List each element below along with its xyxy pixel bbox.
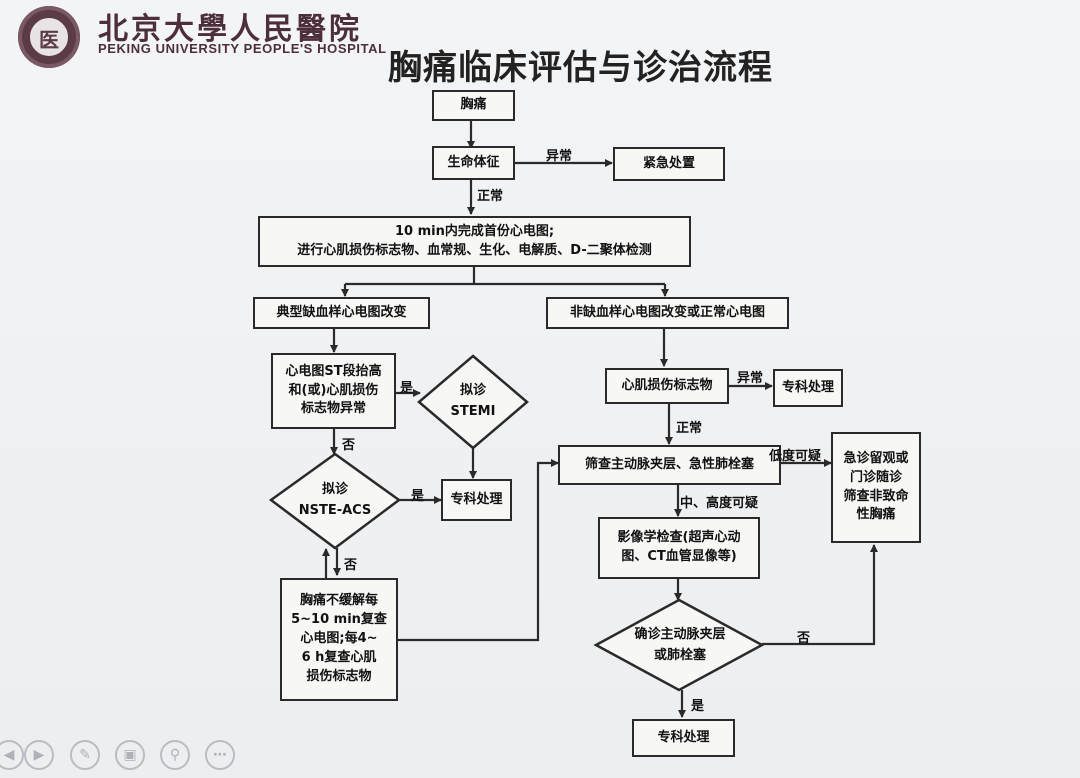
hospital-logo: 医 xyxy=(18,6,80,68)
label-yes-2: 是 xyxy=(411,489,425,504)
label-yes: 是 xyxy=(400,381,414,396)
label-normal-2: 正常 xyxy=(676,421,703,436)
label-low-probability: 低度可疑 xyxy=(769,449,822,464)
hospital-name-cn: 北京大學人民醫院 xyxy=(98,12,362,47)
label-mid-high-probability: 中、高度可疑 xyxy=(680,496,759,511)
diamond-nste-acs xyxy=(268,452,402,550)
play-icon[interactable]: ▶ xyxy=(24,740,54,770)
label-abnormal-2: 异常 xyxy=(737,371,764,386)
node-specialist-1: 专科处理 xyxy=(441,479,512,521)
node-chest-pain: 胸痛 xyxy=(432,90,515,121)
diamond-confirm-text: 确诊主动脉夹层 或肺栓塞 xyxy=(634,627,726,663)
node-nonischemic-ecg: 非缺血样心电图改变或正常心电图 xyxy=(546,297,789,329)
hospital-name-en: PEKING UNIVERSITY PEOPLE'S HOSPITAL xyxy=(98,41,387,56)
node-screen-aortic: 筛查主动脉夹层、急性肺栓塞 xyxy=(558,445,781,485)
more-icon[interactable]: ⋯ xyxy=(205,740,235,770)
node-typical-ecg: 典型缺血样心电图改变 xyxy=(253,297,430,329)
page-title: 胸痛临床评估与诊治流程 xyxy=(388,48,773,88)
node-st-elevation: 心电图ST段抬高 和(或)心肌损伤 标志物异常 xyxy=(271,353,396,429)
node-ecg: 10 min内完成首份心电图; 进行心肌损伤标志物、血常规、生化、电解质、D-二… xyxy=(258,216,691,267)
label-normal: 正常 xyxy=(477,189,504,204)
node-imaging: 影像学检查(超声心动 图、CT血管显像等) xyxy=(598,517,760,579)
screen-icon[interactable]: ▣ xyxy=(115,740,145,770)
back-icon[interactable]: ◀ xyxy=(0,740,24,770)
diamond-stemi-text: 拟诊 STEMI xyxy=(450,383,496,419)
node-specialist-3: 专科处理 xyxy=(632,719,735,757)
zoom-icon[interactable]: ⚲ xyxy=(160,740,190,770)
label-no: 否 xyxy=(342,438,356,453)
node-observe: 急诊留观或 门诊随诊 筛查非致命 性胸痛 xyxy=(831,432,921,543)
label-yes-3: 是 xyxy=(691,699,705,714)
diamond-stemi xyxy=(417,354,529,450)
logo-seal: 医 xyxy=(28,16,70,58)
node-specialist-2: 专科处理 xyxy=(773,369,843,407)
pen-icon[interactable]: ✎ xyxy=(70,740,100,770)
label-no-2: 否 xyxy=(344,558,358,573)
node-emergency: 紧急处置 xyxy=(613,147,725,181)
diamond-nste-text: 拟诊 NSTE-ACS xyxy=(298,482,372,518)
label-no-3: 否 xyxy=(797,631,811,646)
label-abnormal: 异常 xyxy=(546,149,573,164)
node-vital-signs: 生命体征 xyxy=(432,146,515,180)
node-persistent-pain: 胸痛不缓解每 5~10 min复查 心电图;每4~ 6 h复查心肌 损伤标志物 xyxy=(280,578,398,701)
diamond-confirm xyxy=(593,598,765,692)
node-marker: 心肌损伤标志物 xyxy=(605,368,729,404)
presentation-toolbar: ◀ ▶ ✎ ▣ ⚲ ⋯ xyxy=(0,736,250,776)
